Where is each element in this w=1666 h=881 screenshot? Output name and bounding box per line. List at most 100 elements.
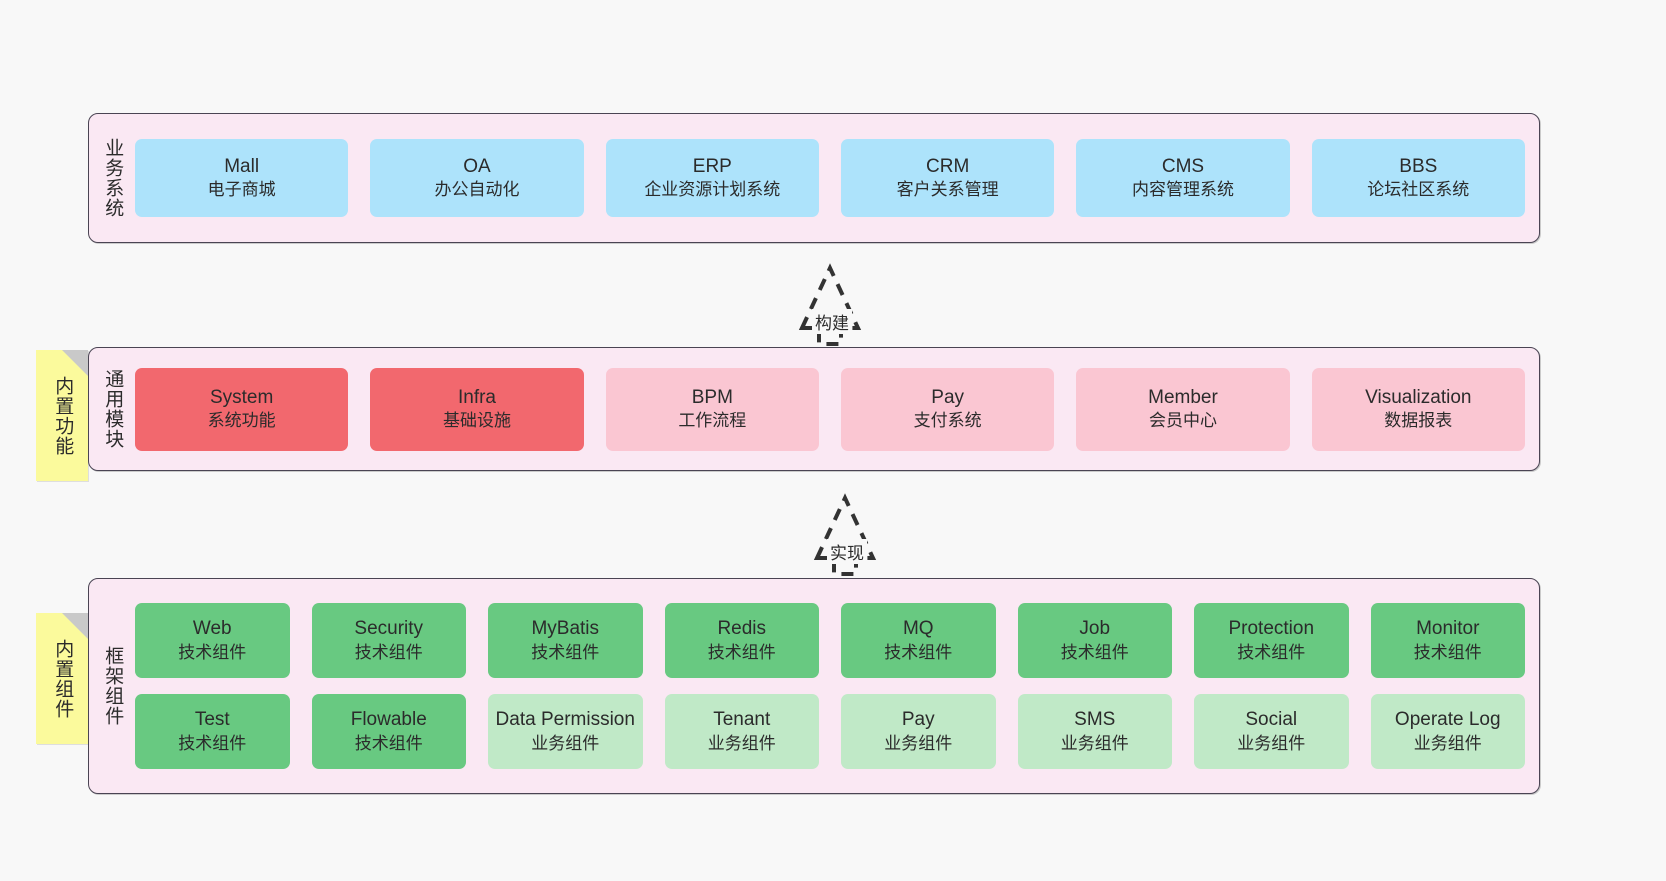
note-builtin-features: 内置功能 (36, 350, 88, 481)
card-title: CRM (926, 155, 970, 177)
card-title: MyBatis (531, 618, 600, 640)
card-title: Redis (717, 618, 767, 640)
card-subtitle: 技术组件 (178, 733, 247, 753)
card-subtitle: 业务组件 (1060, 733, 1129, 753)
arrow-implement-label: 实现 (827, 539, 867, 564)
card-erp[interactable]: ERP 企业资源计划系统 (605, 139, 819, 217)
card-infra[interactable]: Infra 基础设施 (370, 367, 584, 451)
card-title: Tenant (713, 709, 771, 731)
card-test[interactable]: Test 技术组件 (135, 694, 290, 769)
card-title: Mall (224, 155, 260, 177)
card-title: Infra (457, 386, 496, 408)
card-subtitle: 技术组件 (1237, 642, 1306, 662)
card-subtitle: 业务组件 (1237, 733, 1306, 753)
card-subtitle: 工作流程 (678, 411, 747, 431)
card-job[interactable]: Job 技术组件 (1017, 603, 1172, 678)
card-system[interactable]: System 系统功能 (135, 367, 349, 451)
card-subtitle: 技术组件 (884, 642, 953, 662)
page-fold-icon (62, 350, 88, 376)
arrow-build: 构建 (755, 258, 905, 346)
card-social[interactable]: Social 业务组件 (1194, 694, 1349, 769)
card-title: Member (1148, 386, 1218, 408)
card-operate-log[interactable]: Operate Log 业务组件 (1370, 694, 1525, 769)
card-title: Data Permission (495, 709, 635, 731)
card-subtitle: 系统功能 (207, 411, 276, 431)
card-subtitle: 技术组件 (354, 733, 423, 753)
card-title: Visualization (1365, 386, 1472, 408)
card-title: Test (194, 709, 230, 731)
card-title: Operate Log (1394, 709, 1501, 731)
card-flowable[interactable]: Flowable 技术组件 (311, 694, 466, 769)
card-title: Flowable (350, 709, 427, 731)
card-title: Monitor (1416, 618, 1480, 640)
card-title: MQ (902, 618, 934, 640)
card-mybatis[interactable]: MyBatis 技术组件 (488, 603, 643, 678)
card-pay[interactable]: Pay 支付系统 (840, 367, 1055, 451)
card-visualization[interactable]: Visualization 数据报表 (1311, 367, 1525, 451)
card-title: SMS (1074, 709, 1116, 731)
card-title: BBS (1399, 155, 1438, 177)
card-redis[interactable]: Redis 技术组件 (664, 603, 819, 678)
card-title: System (209, 386, 274, 408)
card-protection[interactable]: Protection 技术组件 (1194, 603, 1349, 678)
card-subtitle: 业务组件 (1413, 733, 1482, 753)
arrow-implement: 实现 (770, 488, 920, 576)
card-monitor[interactable]: Monitor 技术组件 (1370, 603, 1525, 678)
card-title: BPM (691, 386, 733, 408)
card-subtitle: 电子商城 (207, 180, 276, 200)
card-bbs[interactable]: BBS 论坛社区系统 (1311, 139, 1525, 217)
card-subtitle: 技术组件 (707, 642, 776, 662)
card-subtitle: 支付系统 (913, 411, 982, 431)
card-row-technical: Web 技术组件 Security 技术组件 MyBatis 技术组件 Redi… (135, 603, 1525, 678)
card-subtitle: 办公自动化 (434, 180, 520, 200)
card-title: Social (1245, 709, 1298, 731)
card-web[interactable]: Web 技术组件 (135, 603, 290, 678)
note-builtin-components: 内置组件 (36, 613, 88, 744)
layer-title-business-system: 业务系统 (102, 138, 124, 218)
note-label: 内置功能 (52, 375, 74, 456)
card-row: System 系统功能 Infra 基础设施 BPM 工作流程 Pay 支付系统… (135, 367, 1525, 451)
page-fold-icon (62, 613, 88, 639)
card-crm[interactable]: CRM 客户关系管理 (840, 139, 1055, 217)
card-title: Protection (1228, 618, 1315, 640)
card-title: ERP (692, 155, 732, 177)
card-pay-business[interactable]: Pay 业务组件 (841, 694, 996, 769)
card-security[interactable]: Security 技术组件 (311, 603, 466, 678)
card-subtitle: 业务组件 (884, 733, 953, 753)
card-tenant[interactable]: Tenant 业务组件 (664, 694, 819, 769)
card-subtitle: 数据报表 (1384, 411, 1453, 431)
card-mq[interactable]: MQ 技术组件 (841, 603, 996, 678)
arrow-build-label: 构建 (812, 309, 852, 334)
card-data-permission[interactable]: Data Permission 业务组件 (488, 694, 643, 769)
card-title: Job (1079, 618, 1111, 640)
card-cms[interactable]: CMS 内容管理系统 (1076, 139, 1290, 217)
card-member[interactable]: Member 会员中心 (1076, 367, 1290, 451)
card-subtitle: 技术组件 (354, 642, 423, 662)
card-subtitle: 企业资源计划系统 (644, 180, 781, 200)
card-title: Security (354, 618, 424, 640)
card-bpm[interactable]: BPM 工作流程 (605, 367, 819, 451)
card-mall[interactable]: Mall 电子商城 (135, 139, 349, 217)
card-subtitle: 会员中心 (1148, 411, 1217, 431)
card-subtitle: 技术组件 (178, 642, 247, 662)
card-subtitle: 论坛社区系统 (1367, 180, 1470, 200)
card-row: Mall 电子商城 OA 办公自动化 ERP 企业资源计划系统 CRM 客户关系… (135, 139, 1525, 217)
layer-body-business-system: Mall 电子商城 OA 办公自动化 ERP 企业资源计划系统 CRM 客户关系… (135, 114, 1539, 242)
card-oa[interactable]: OA 办公自动化 (370, 139, 584, 217)
card-subtitle: 基础设施 (442, 411, 511, 431)
layer-title-framework-component: 框架组件 (102, 646, 124, 726)
note-label: 内置组件 (52, 638, 74, 719)
layer-framework-component: 框架组件 Web 技术组件 Security 技术组件 MyBatis 技术组件… (88, 578, 1540, 794)
card-title: Pay (931, 386, 965, 408)
card-sms[interactable]: SMS 业务组件 (1017, 694, 1172, 769)
card-title: OA (463, 155, 491, 177)
layer-body-framework-component: Web 技术组件 Security 技术组件 MyBatis 技术组件 Redi… (135, 579, 1539, 793)
card-subtitle: 业务组件 (531, 733, 600, 753)
card-row-business: Test 技术组件 Flowable 技术组件 Data Permission … (135, 694, 1525, 769)
card-title: Web (192, 618, 232, 640)
card-subtitle: 内容管理系统 (1131, 180, 1234, 200)
card-title: CMS (1161, 155, 1205, 177)
layer-common-module: 通用模块 System 系统功能 Infra 基础设施 BPM 工作流程 Pay… (88, 347, 1540, 471)
card-subtitle: 客户关系管理 (896, 180, 999, 200)
card-subtitle: 技术组件 (531, 642, 600, 662)
